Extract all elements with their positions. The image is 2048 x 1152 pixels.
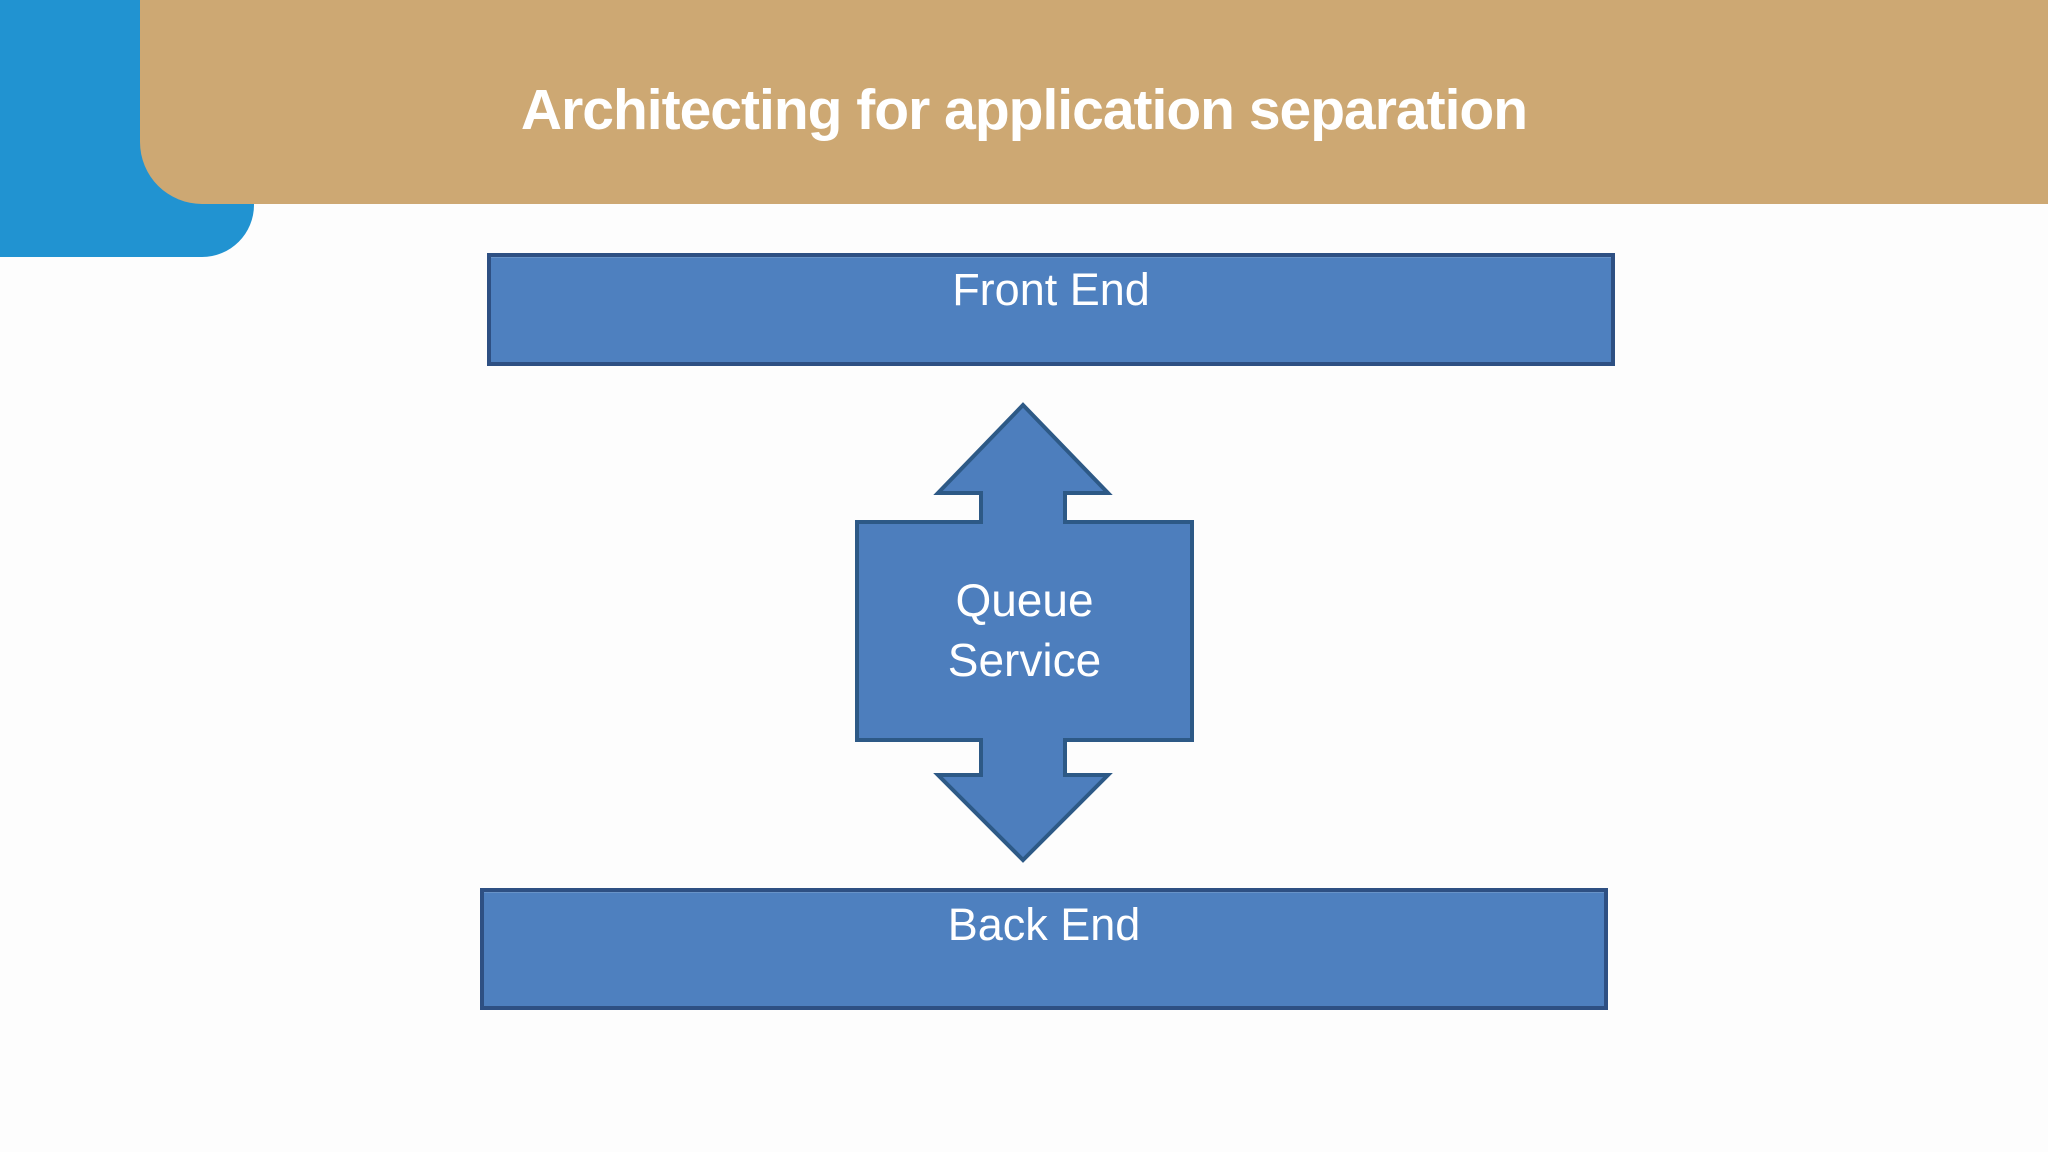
title-banner: [140, 0, 2048, 204]
front-end-node: Front End: [487, 253, 1615, 366]
front-end-label: Front End: [952, 264, 1150, 315]
back-end-node: Back End: [480, 888, 1608, 1010]
up-down-arrow: [855, 402, 1194, 863]
queue-service-node: Queue Service: [857, 522, 1192, 740]
queue-service-label: Queue Service: [947, 574, 1102, 686]
back-end-label: Back End: [947, 899, 1141, 950]
up-down-arrow-shape: [855, 402, 1194, 863]
slide-title: Architecting for application separation: [520, 78, 1528, 142]
